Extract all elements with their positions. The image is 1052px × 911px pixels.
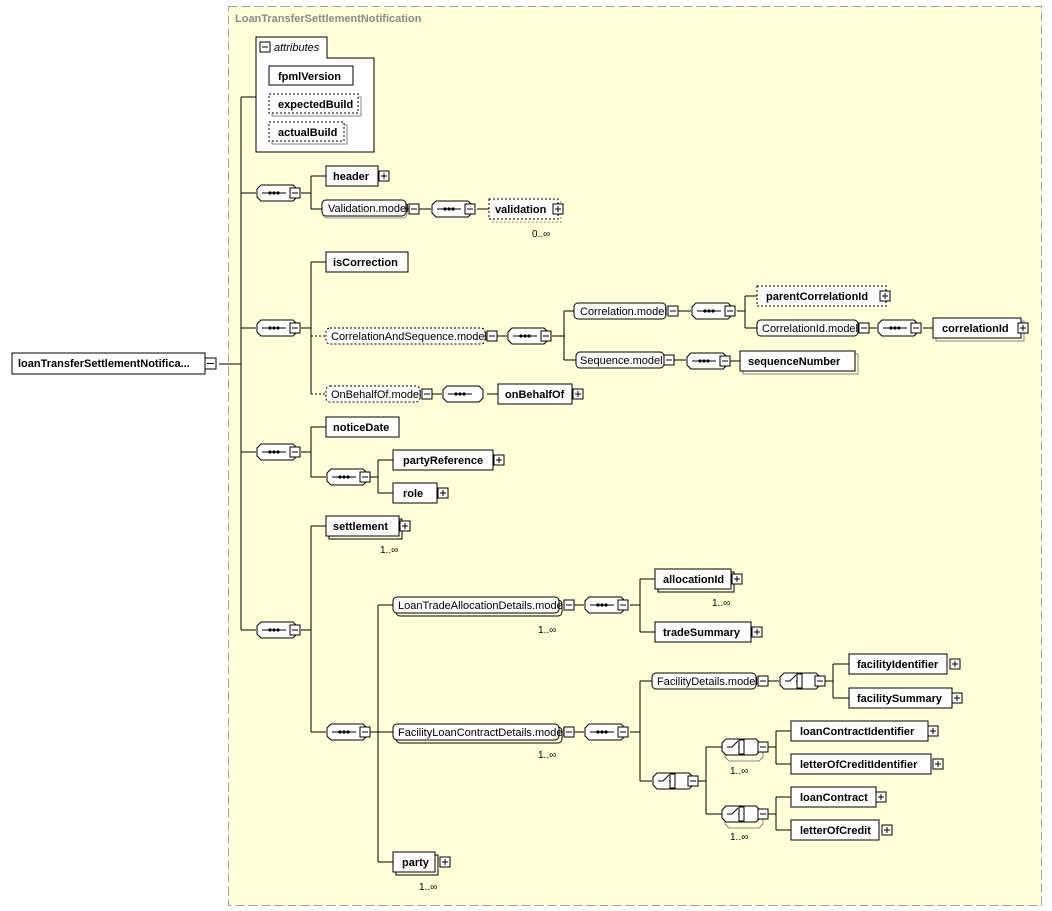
compositor-choice-1[interactable]: [779, 672, 826, 690]
compositor-sequence-14[interactable]: [584, 723, 629, 741]
correlation-model[interactable]: Correlation.model: [573, 302, 679, 320]
svg-text:party: party: [402, 857, 430, 869]
svg-text:allocationId: allocationId: [663, 574, 724, 586]
facility-details-model[interactable]: FacilityDetails.model: [651, 672, 769, 690]
sequence-model[interactable]: Sequence.model: [575, 351, 675, 369]
compositor-sequence-12[interactable]: [326, 723, 371, 741]
svg-text:OnBehalfOf.model: OnBehalfOf.model: [331, 389, 422, 401]
svg-text:Correlation.model: Correlation.model: [580, 306, 667, 318]
svg-text:FacilityDetails.model: FacilityDetails.model: [657, 676, 758, 688]
compositor-sequence-2[interactable]: [431, 200, 476, 218]
parent-correlation-id-element[interactable]: parentCorrelationId: [756, 285, 891, 307]
svg-text:actualBuild: actualBuild: [278, 127, 337, 139]
compositor-sequence-10[interactable]: [326, 468, 371, 486]
svg-text:fpmlVersion: fpmlVersion: [278, 71, 341, 83]
compositor-sequence-7[interactable]: [686, 352, 731, 370]
compositor-sequence-1[interactable]: [256, 184, 301, 202]
svg-text:facilitySummary: facilitySummary: [857, 693, 943, 705]
correlation-id-model[interactable]: CorrelationId.model: [756, 319, 870, 337]
svg-text:sequenceNumber: sequenceNumber: [748, 356, 841, 368]
svg-text:LoanTradeAllocationDetails.mod: LoanTradeAllocationDetails.model: [398, 600, 565, 612]
trade-summary-element[interactable]: tradeSummary: [654, 621, 763, 643]
compositor-choice-4[interactable]: [721, 805, 769, 829]
svg-text:1..∞: 1..∞: [712, 598, 730, 609]
svg-text:1..∞: 1..∞: [419, 882, 437, 893]
svg-text:0..∞: 0..∞: [532, 229, 550, 240]
svg-text:attributes: attributes: [274, 42, 320, 54]
loan-contract-element[interactable]: loanContract: [790, 786, 887, 808]
svg-text:FacilityLoanContractDetails.mo: FacilityLoanContractDetails.model: [398, 727, 565, 739]
svg-text:partyReference: partyReference: [403, 455, 483, 467]
on-behalf-of-element[interactable]: onBehalfOf: [497, 383, 584, 405]
complex-type-title: LoanTransferSettlementNotification: [235, 13, 422, 25]
svg-text:CorrelationId.model: CorrelationId.model: [762, 323, 858, 335]
choice-a-cardinality: 1..∞: [730, 766, 748, 777]
svg-text:parentCorrelationId: parentCorrelationId: [766, 291, 868, 303]
compositor-sequence-6[interactable]: [877, 319, 922, 337]
svg-text:role: role: [403, 488, 423, 500]
svg-text:CorrelationAndSequence.model: CorrelationAndSequence.model: [331, 331, 487, 343]
notice-date-element[interactable]: noticeDate: [325, 416, 400, 438]
svg-text:1..∞: 1..∞: [380, 545, 398, 556]
settlement-element[interactable]: settlement 1..∞: [325, 515, 411, 556]
svg-text:loanContract: loanContract: [800, 792, 868, 804]
svg-text:header: header: [333, 171, 370, 183]
compositor-sequence-4[interactable]: [507, 327, 552, 345]
svg-text:onBehalfOf: onBehalfOf: [505, 389, 565, 401]
attributes-group: attributes fpmlVersion expectedBuild act…: [255, 36, 375, 153]
allocation-id-element[interactable]: allocationId 1..∞: [654, 568, 743, 609]
party-element[interactable]: party 1..∞: [392, 851, 451, 893]
svg-text:settlement: settlement: [333, 521, 388, 533]
correlation-and-sequence-model[interactable]: CorrelationAndSequence.model: [325, 327, 498, 345]
header-element[interactable]: header: [325, 165, 390, 187]
svg-text:1..∞: 1..∞: [538, 750, 556, 761]
letter-of-credit-element[interactable]: letterOfCredit: [790, 819, 893, 841]
svg-text:noticeDate: noticeDate: [333, 422, 389, 434]
facility-summary-element[interactable]: facilitySummary: [848, 687, 963, 709]
loan-contract-identifier-element[interactable]: loanContractIdentifier: [790, 720, 939, 742]
loan-trade-allocation-details-model[interactable]: LoanTradeAllocationDetails.model 1..∞: [392, 596, 575, 636]
svg-text:letterOfCredit: letterOfCredit: [800, 825, 871, 837]
role-element[interactable]: role: [392, 482, 449, 504]
svg-text:Validation.model: Validation.model: [328, 203, 409, 215]
connectors: [219, 96, 933, 863]
svg-text:1..∞: 1..∞: [538, 625, 556, 636]
validation-element[interactable]: validation 0..∞: [488, 198, 564, 240]
svg-text:Sequence.model: Sequence.model: [580, 355, 663, 367]
svg-text:facilityIdentifier: facilityIdentifier: [857, 659, 939, 671]
compositor-sequence-13[interactable]: [584, 596, 629, 614]
svg-text:correlationId: correlationId: [942, 323, 1009, 335]
compositor-sequence-5[interactable]: [691, 302, 736, 320]
validation-model[interactable]: Validation.model: [321, 199, 420, 219]
root-element[interactable]: loanTransferSettlementNotifica...: [11, 352, 217, 375]
letter-of-credit-identifier-element[interactable]: letterOfCreditIdentifier: [790, 753, 944, 775]
choice-b-cardinality: 1..∞: [730, 832, 748, 843]
svg-text:loanContractIdentifier: loanContractIdentifier: [800, 726, 915, 738]
is-correction-element[interactable]: isCorrection: [325, 251, 409, 273]
svg-text:expectedBuild: expectedBuild: [278, 99, 353, 111]
party-reference-element[interactable]: partyReference: [392, 449, 505, 471]
compositor-sequence-11[interactable]: [256, 621, 301, 639]
on-behalf-of-model[interactable]: OnBehalfOf.model: [325, 385, 433, 403]
facility-loan-contract-details-model[interactable]: FacilityLoanContractDetails.model 1..∞: [392, 723, 575, 761]
svg-text:tradeSummary: tradeSummary: [663, 627, 741, 639]
sequence-number-element[interactable]: sequenceNumber: [739, 350, 859, 375]
compositor-choice-2[interactable]: [652, 772, 699, 790]
compositor-sequence-3[interactable]: [256, 319, 301, 337]
compositor-sequence-8[interactable]: [442, 385, 484, 403]
svg-text:isCorrection: isCorrection: [333, 257, 398, 269]
svg-text:loanTransferSettlementNotifica: loanTransferSettlementNotifica...: [18, 358, 190, 370]
svg-text:letterOfCreditIdentifier: letterOfCreditIdentifier: [800, 759, 918, 771]
correlation-id-element[interactable]: correlationId: [932, 317, 1029, 342]
facility-identifier-element[interactable]: facilityIdentifier: [848, 653, 961, 675]
compositor-choice-3[interactable]: [721, 738, 769, 762]
svg-text:validation: validation: [495, 204, 547, 216]
compositor-sequence-9[interactable]: [256, 443, 301, 461]
